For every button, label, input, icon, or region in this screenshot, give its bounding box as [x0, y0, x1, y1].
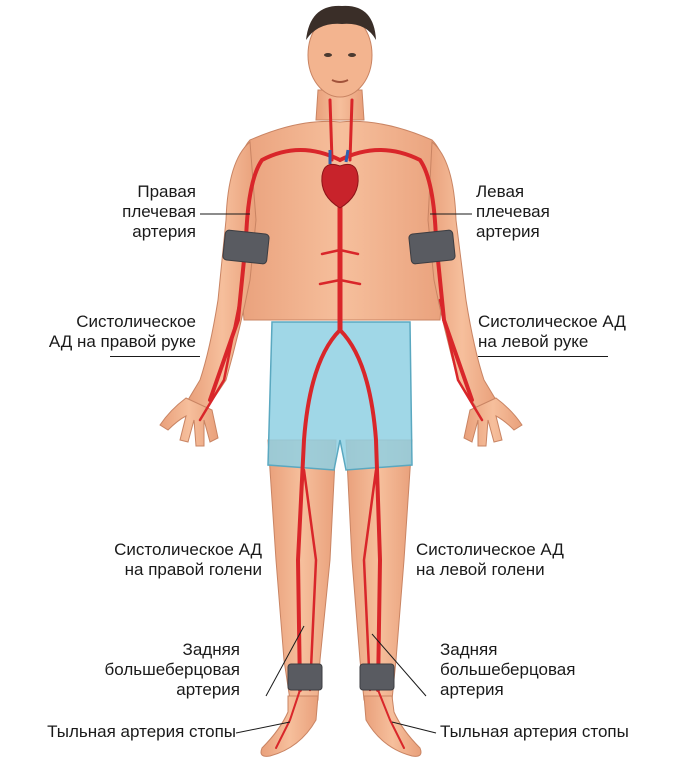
label-line: артерия	[476, 222, 576, 242]
label-sbp-left-leg: Систолическое АД на левой голени	[416, 540, 616, 580]
cuff-left-arm	[409, 230, 456, 264]
label-dorsalis-pedis-left: Тыльная артерия стопы	[440, 722, 672, 742]
label-sbp-right-leg: Систолическое АД на правой голени	[60, 540, 262, 580]
shorts	[268, 322, 412, 470]
label-line: Задняя	[60, 640, 240, 660]
label-line: большеберцовая	[440, 660, 620, 680]
cuff-right-ankle	[288, 664, 322, 690]
label-right-brachial-artery: Правая плечевая артерия	[110, 182, 196, 242]
label-line: плечевая	[476, 202, 576, 222]
label-line: Систолическое АД	[478, 312, 668, 332]
cuff-right-arm	[223, 230, 270, 264]
label-line: артерия	[440, 680, 620, 700]
label-posterior-tibial-left: Задняя большеберцовая артерия	[440, 640, 620, 700]
label-sbp-left-arm: Систолическое АД на левой руке	[478, 312, 668, 352]
label-line: Левая	[476, 182, 576, 202]
underline-left-arm	[478, 356, 608, 357]
label-line: АД на правой руке	[20, 332, 196, 352]
label-line: артерия	[60, 680, 240, 700]
label-line: Систолическое АД	[416, 540, 616, 560]
label-line: плечевая	[110, 202, 196, 222]
label-line: артерия	[110, 222, 196, 242]
label-line: большеберцовая	[60, 660, 240, 680]
underline-right-arm	[110, 356, 200, 357]
label-posterior-tibial-right: Задняя большеберцовая артерия	[60, 640, 240, 700]
label-sbp-right-arm: Систолическое АД на правой руке	[20, 312, 196, 352]
label-dorsalis-pedis-right: Тыльная артерия стопы	[4, 722, 236, 742]
cuff-left-ankle	[360, 664, 394, 690]
label-line: на левой голени	[416, 560, 616, 580]
label-line: на правой голени	[60, 560, 262, 580]
label-line: Систолическое	[20, 312, 196, 332]
label-line: на левой руке	[478, 332, 668, 352]
label-line: Правая	[110, 182, 196, 202]
label-line: Систолическое АД	[60, 540, 262, 560]
label-line: Задняя	[440, 640, 620, 660]
head	[306, 6, 376, 97]
label-left-brachial-artery: Левая плечевая артерия	[476, 182, 576, 242]
